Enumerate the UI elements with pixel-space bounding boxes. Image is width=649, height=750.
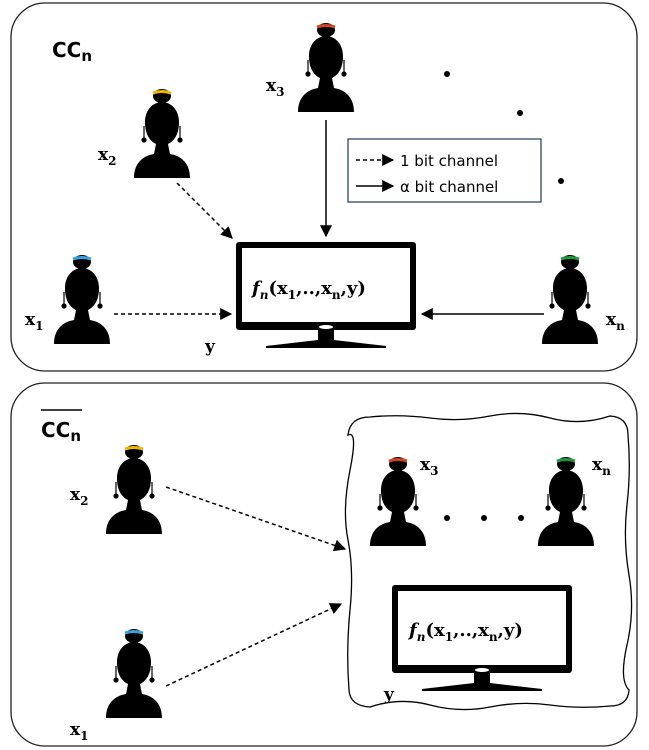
legend-label-alpha: α bit channel <box>400 178 498 196</box>
coalition-box <box>344 412 633 711</box>
party-xn-label: xn <box>592 455 611 478</box>
arrow-x2-to-coalition <box>165 486 347 552</box>
party-x2-label: x2 <box>70 485 89 508</box>
party-xn-label: xn <box>606 310 625 333</box>
party-x1-label: x1 <box>70 720 89 743</box>
party-x2-icon <box>105 444 163 535</box>
ellipsis-dot <box>517 110 523 116</box>
panel-top-title: CCn <box>52 38 92 65</box>
party-xn-icon <box>537 456 595 547</box>
party-x1-icon <box>105 628 163 719</box>
party-x3-icon <box>297 22 355 113</box>
monitor-function-label: fn(x1,..,xn,y) <box>250 278 366 302</box>
party-x2-label: x2 <box>98 145 117 168</box>
monitor-function-label: fn(x1,..,xn,y) <box>407 620 523 644</box>
ellipsis-dot <box>518 515 524 521</box>
panel-bottom-frame <box>10 382 638 747</box>
y-label: y <box>204 337 216 357</box>
party-x3-icon <box>369 456 427 547</box>
party-x2-icon <box>133 88 191 179</box>
legend: 1 bit channel α bit channel <box>347 138 542 203</box>
party-xn-icon <box>541 254 599 345</box>
panel-bottom: CCn x2 x1 x3 xn <box>10 382 638 747</box>
ellipsis-dot <box>558 178 564 184</box>
party-x1-label: x1 <box>25 310 44 333</box>
ellipsis-dot <box>444 515 450 521</box>
panel-top: CCn x3 x2 x1 xn <box>10 2 638 372</box>
party-x1-icon <box>53 254 111 345</box>
panel-bottom-title: CCn <box>41 418 81 445</box>
arrow-x1-to-coalition <box>165 603 343 687</box>
legend-box <box>347 138 542 203</box>
ellipsis-dot <box>481 515 487 521</box>
party-x3-label: x3 <box>420 455 439 478</box>
arrow-x2-to-monitor <box>176 182 233 239</box>
ellipsis-dot <box>444 71 450 77</box>
party-x3-label: x3 <box>266 76 285 99</box>
legend-label-1bit: 1 bit channel <box>400 152 498 170</box>
panel-top-frame <box>10 2 638 372</box>
y-label: y <box>383 685 395 705</box>
